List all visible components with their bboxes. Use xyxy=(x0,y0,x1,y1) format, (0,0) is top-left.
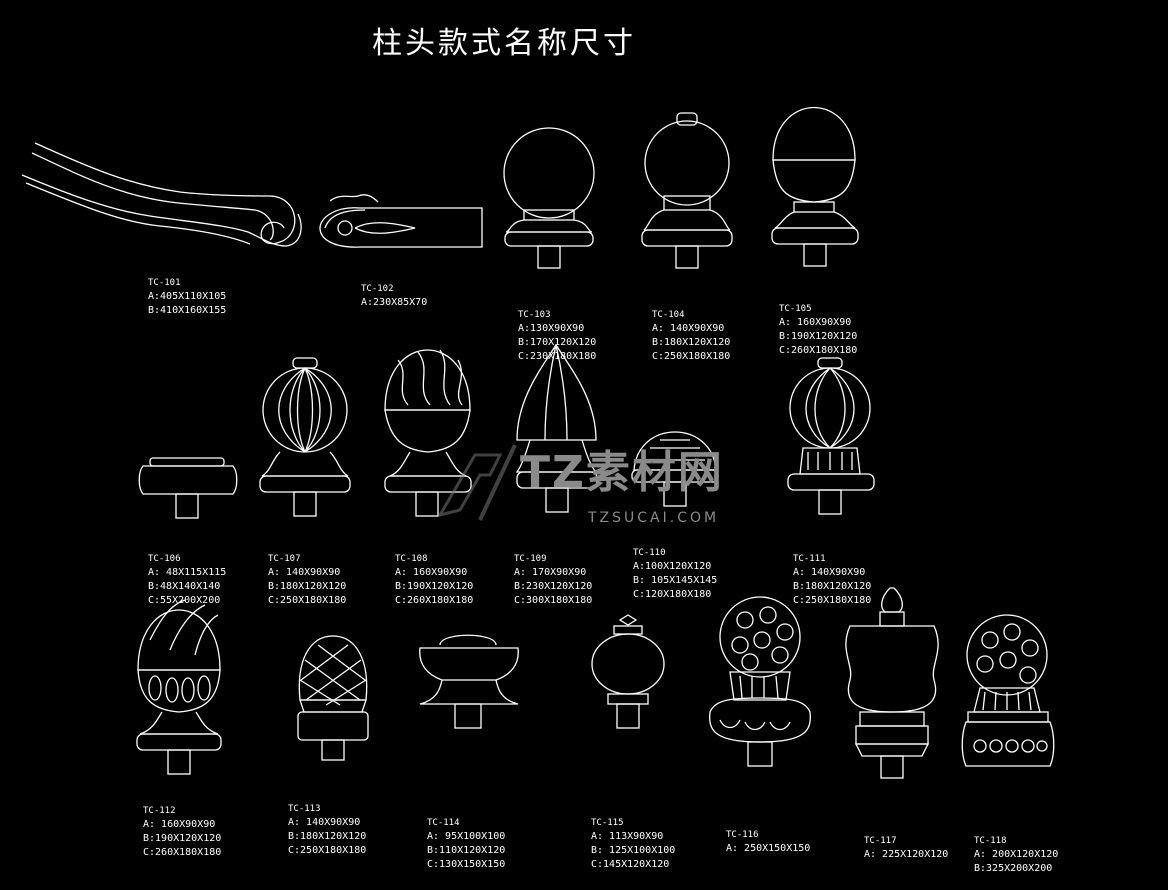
finial-tc-112-drawing xyxy=(136,599,222,775)
finial-tc-113-drawing xyxy=(297,635,369,761)
finial-tc-103-drawing xyxy=(503,127,595,269)
drawing-title: 柱头款式名称尺寸 xyxy=(372,26,636,61)
finial-tc-106-drawing xyxy=(138,457,238,519)
finial-tc-102-drawing xyxy=(319,194,483,248)
finial-tc-110-drawing xyxy=(631,431,719,507)
watermark-logo-icon xyxy=(436,444,517,521)
watermark-url: TZSUCAI.COM xyxy=(588,510,720,526)
finial-tc-109-drawing xyxy=(515,343,598,513)
finial-tc-107-drawing xyxy=(259,357,351,517)
finial-tc-118-drawing xyxy=(961,614,1055,767)
finial-drawings xyxy=(21,107,1055,779)
finial-tc-116-drawing xyxy=(709,596,811,767)
watermark-brand: TZ素材网 xyxy=(520,447,724,498)
finial-tc-117-drawing xyxy=(845,587,939,779)
finial-tc-114-drawing xyxy=(419,634,519,729)
finial-tc-108-drawing xyxy=(384,349,472,517)
finial-tc-105-drawing xyxy=(771,107,859,267)
finial-tc-104-drawing xyxy=(641,112,733,269)
finial-tc-101-drawing xyxy=(21,142,302,247)
finial-tc-115-drawing xyxy=(591,614,665,729)
finial-tc-111-drawing xyxy=(787,357,875,515)
